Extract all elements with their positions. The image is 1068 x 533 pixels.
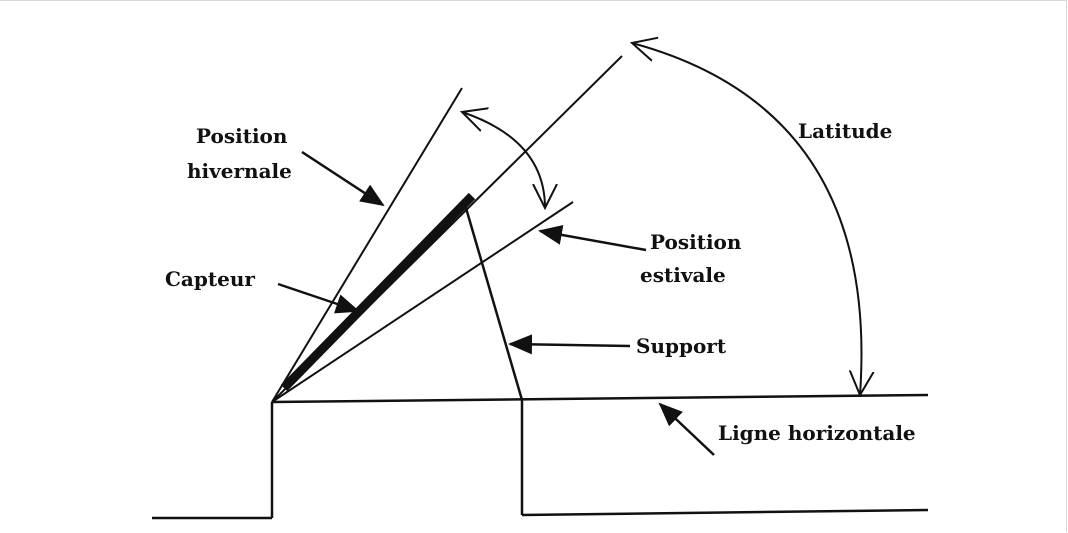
label-position-estivale-1: Position [650,230,742,254]
label-capteur: Capteur [165,267,255,291]
label-position-estivale-2: estivale [640,263,726,287]
support-pointer-arrow [508,334,631,355]
label-position-hivernale-1: Position [196,124,288,148]
collector-bar [280,192,476,392]
winter-pointer-arrow [301,150,385,207]
summer-position-line [271,201,574,403]
label-support: Support [636,334,727,358]
horizontal-pointer-arrow [658,402,715,456]
tilt-range-arc [462,112,545,208]
winter-position-line [271,87,463,403]
capteur-pointer-arrow [277,282,360,314]
label-position-hivernale-2: hivernale [187,159,292,183]
ground-line-right [521,508,929,517]
summer-pointer-arrow [538,225,647,252]
support-line [464,207,524,401]
horizontal-line [271,393,929,404]
label-ligne-horizontale: Ligne horizontale [718,421,916,445]
label-latitude: Latitude [798,119,892,143]
latitude-arc [632,43,861,395]
